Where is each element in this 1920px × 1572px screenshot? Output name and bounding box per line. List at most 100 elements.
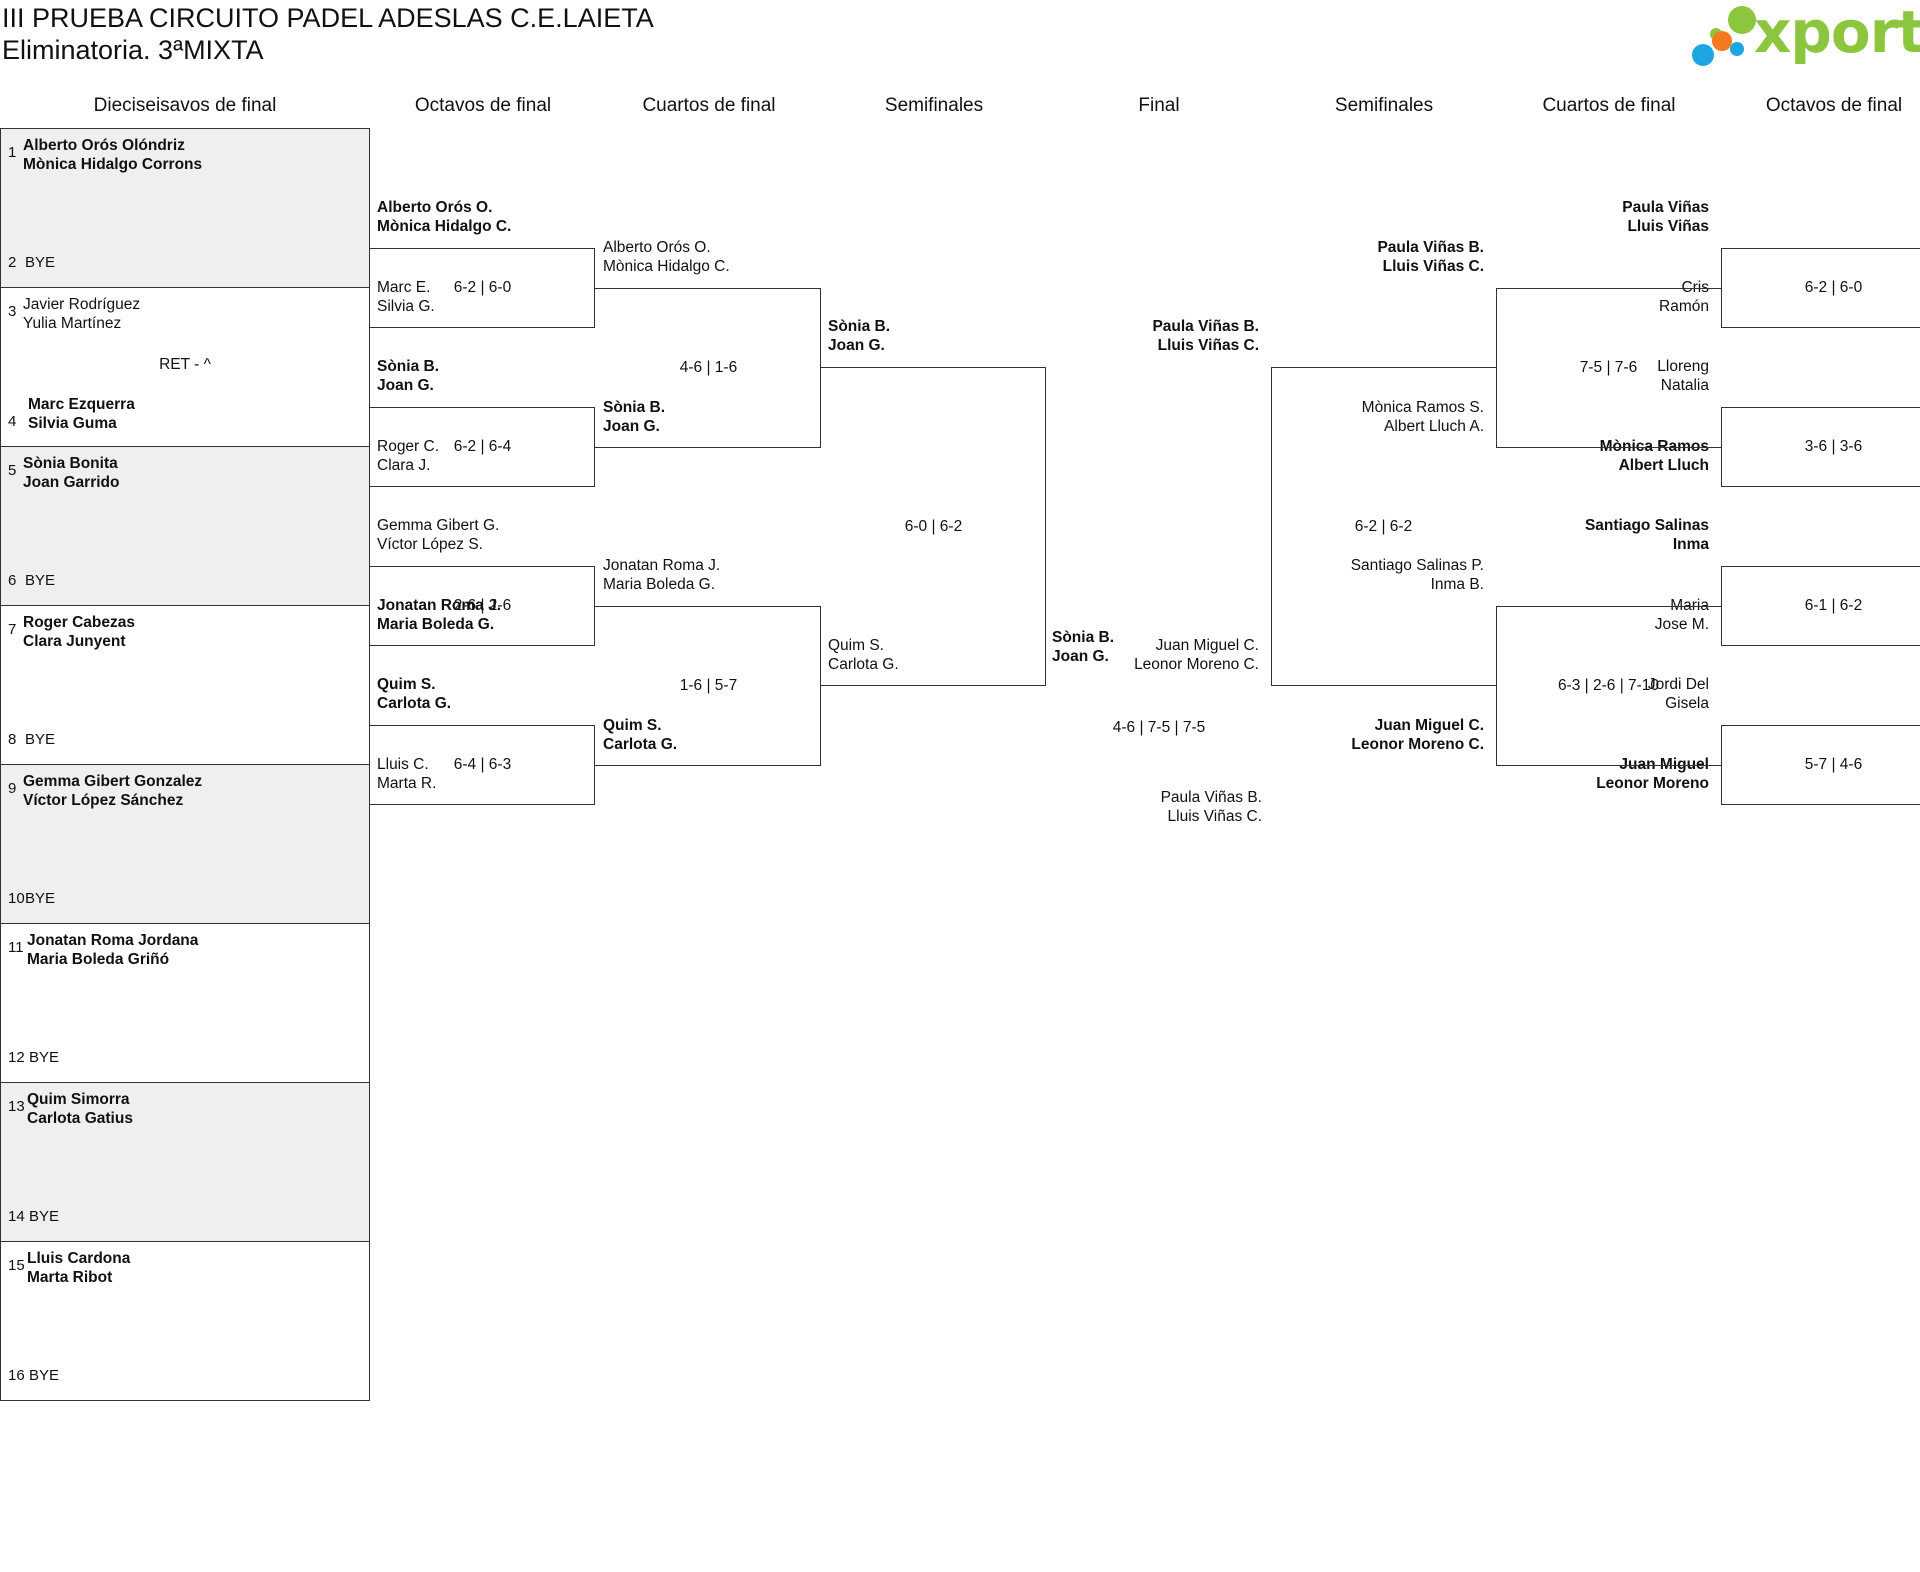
player-name: Yulia Martínez bbox=[23, 315, 122, 332]
player-name: Lluis Viñas C. bbox=[1382, 257, 1484, 275]
seed-number: 15 bbox=[8, 1257, 25, 1274]
player-name: Alberto Orós O. bbox=[377, 198, 493, 216]
match-score: 3-6 | 3-6 bbox=[1804, 438, 1863, 455]
round-header: Semifinales bbox=[1334, 95, 1434, 116]
seed-number: 3 bbox=[8, 303, 17, 320]
player-name: Mònica Hidalgo C. bbox=[377, 217, 512, 235]
team-entry: Sònia B.Joan G. bbox=[603, 398, 806, 436]
round-header: Cuartos de final bbox=[642, 95, 776, 116]
match-cell bbox=[0, 1241, 370, 1401]
match-score: 6-2 | 6-0 bbox=[453, 279, 512, 296]
player-name: Joan Garrido bbox=[23, 474, 120, 491]
round-header: Octavos de final bbox=[1765, 95, 1903, 116]
seed-number: 9 bbox=[8, 780, 17, 797]
player-name: Quim S. bbox=[377, 675, 436, 693]
player-name: Lluis Viñas bbox=[1627, 217, 1709, 235]
player-name: Silvia Guma bbox=[28, 415, 117, 432]
team-entry: Marc E.Silvia G. bbox=[377, 278, 580, 316]
team-entry: Sònia B.Joan G. bbox=[377, 357, 580, 395]
seed-number: 13 bbox=[8, 1098, 25, 1115]
bye-label: BYE bbox=[29, 1367, 60, 1384]
match-score: 4-6 | 1-6 bbox=[679, 358, 738, 376]
player-name: Ramón bbox=[1659, 298, 1709, 316]
match-score: 6-2 | 6-2 bbox=[1354, 517, 1413, 535]
team-entry: Sònia B. Joan G. bbox=[1052, 628, 1262, 666]
player-name: Víctor López S. bbox=[377, 535, 483, 553]
bracket-connector bbox=[820, 367, 1046, 686]
player-name: Sònia B. bbox=[603, 398, 666, 416]
team-entry: Juan Miguel C.Leonor Moreno C. bbox=[1056, 636, 1259, 674]
player-name: Inma bbox=[1672, 535, 1709, 553]
match-score: 2-6 | 2-6 bbox=[453, 597, 512, 614]
seed-number: 14 bbox=[8, 1208, 25, 1225]
player-name: Maria Boleda Griñó bbox=[27, 951, 170, 968]
team-entry: Paula Viñas B.Lluis Viñas C. bbox=[1052, 788, 1262, 826]
player-name: Sònia B. bbox=[377, 357, 440, 375]
seed-number: 6 bbox=[8, 572, 17, 589]
bye-label: BYE bbox=[25, 254, 56, 271]
title-line-1: III PRUEBA CIRCUITO PADEL ADESLAS C.E.LA… bbox=[2, 3, 654, 33]
round-header: Dieciseisavos de final bbox=[93, 95, 277, 116]
seed-number: 8 bbox=[8, 731, 17, 748]
player-name: Albert Lluch A. bbox=[1384, 417, 1484, 435]
player-name: Alberto Orós O. bbox=[603, 238, 711, 256]
match-score: 4-6 | 7-5 | 7-5 bbox=[1112, 719, 1206, 736]
player-name: Mònica Ramos S. bbox=[1361, 398, 1484, 416]
player-name: Jonatan Roma Jordana bbox=[27, 932, 199, 949]
player-name: Paula Viñas B. bbox=[1152, 318, 1259, 335]
player-name: Leonor Moreno C. bbox=[1351, 735, 1484, 753]
player-name: Carlota G. bbox=[828, 656, 899, 673]
seed-number: 12 bbox=[8, 1049, 25, 1066]
player-name: Sònia B. bbox=[1052, 629, 1115, 646]
team-entry: Jonatan Roma J.Maria Boleda G. bbox=[603, 556, 806, 594]
player-name: Maria Boleda G. bbox=[377, 616, 495, 634]
team-entry: Quim S.Carlota G. bbox=[377, 675, 580, 713]
seed-number: 11 bbox=[8, 939, 24, 956]
title-line-2: Eliminatoria. 3ªMIXTA bbox=[2, 35, 264, 65]
round-header: Cuartos de final bbox=[1542, 95, 1676, 116]
player-name: Albert Lluch bbox=[1618, 457, 1709, 475]
match-cell bbox=[0, 1082, 370, 1242]
player-name: Inma B. bbox=[1430, 575, 1484, 593]
bye-label: BYE bbox=[25, 890, 56, 907]
match-score: 6-0 | 6-2 bbox=[904, 517, 963, 535]
team-entry: Jonatan Roma J.Maria Boleda G. bbox=[377, 596, 580, 634]
player-name: Quim S. bbox=[603, 716, 662, 734]
player-name: Lluis Cardona bbox=[27, 1250, 131, 1267]
bye-label: BYE bbox=[29, 1208, 60, 1225]
player-name: Silvia G. bbox=[377, 298, 435, 316]
player-name: Lluis Viñas C. bbox=[1167, 808, 1262, 825]
seed-number: 4 bbox=[8, 413, 17, 430]
player-name: Marc Ezquerra bbox=[28, 396, 135, 413]
round-header: Semifinales bbox=[884, 95, 984, 116]
seed-number: 16 bbox=[8, 1367, 25, 1384]
player-name: Carlota Gatius bbox=[27, 1110, 133, 1127]
player-name: Gisela bbox=[1665, 694, 1709, 712]
team-entry: Sònia B.Joan G. bbox=[828, 317, 1031, 355]
match-score: 5-7 | 4-6 bbox=[1804, 756, 1863, 773]
player-name: Joan G. bbox=[1052, 648, 1109, 665]
xporty-logo: xporty bbox=[1692, 0, 1920, 70]
match-score: RET - ^ bbox=[159, 356, 211, 373]
bracket-connector bbox=[369, 724, 595, 806]
seed-number: 7 bbox=[8, 621, 17, 638]
bracket-connector bbox=[369, 565, 595, 647]
player-name: Jonatan Roma J. bbox=[377, 597, 502, 615]
seed-number: 2 bbox=[8, 254, 17, 271]
player-name: Maria Boleda G. bbox=[603, 575, 715, 593]
bracket-connector bbox=[369, 247, 595, 329]
match-score: 6-3 | 2-6 | 7-10 bbox=[1557, 676, 1660, 694]
match-score: 6-2 | 6-4 bbox=[453, 438, 512, 455]
player-name: Natalia bbox=[1660, 376, 1709, 394]
match-cell bbox=[0, 128, 370, 288]
player-name: Jonatan Roma J. bbox=[603, 556, 721, 574]
player-name: Gemma Gibert Gonzalez bbox=[23, 773, 203, 790]
